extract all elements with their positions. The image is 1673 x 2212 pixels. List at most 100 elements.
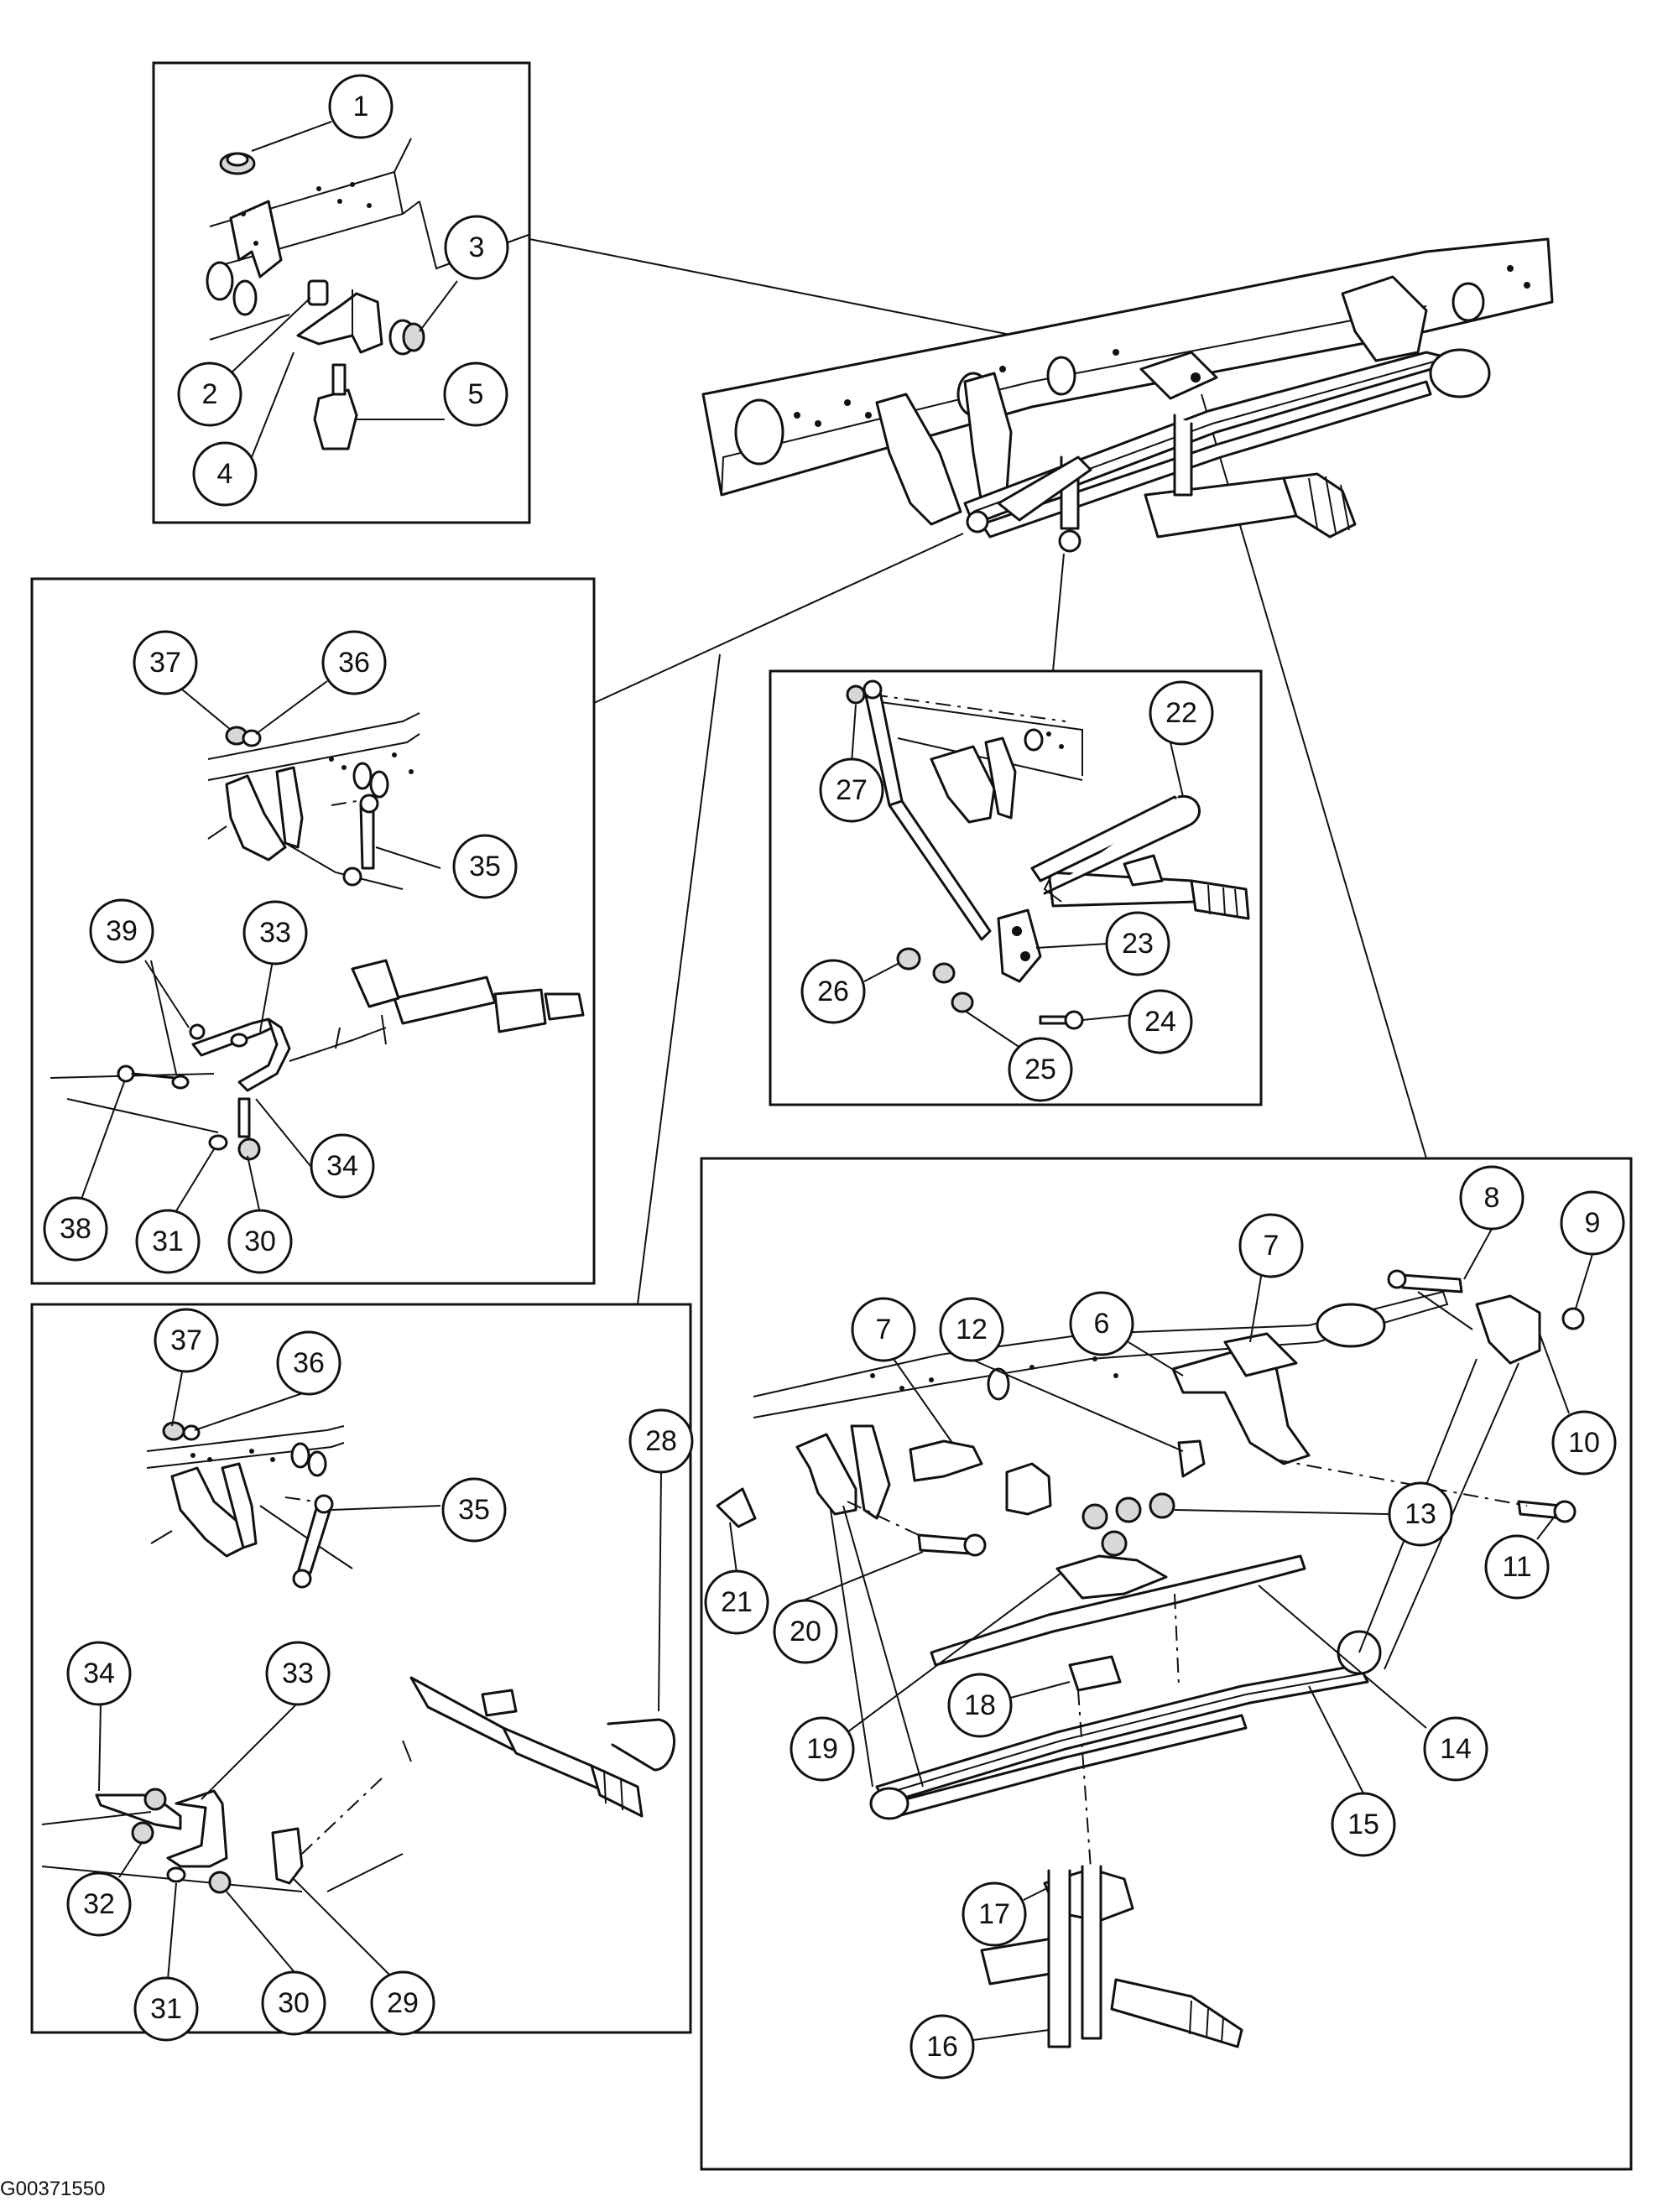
callout-29: 29 <box>370 1970 435 2036</box>
panel-shock-absorber <box>769 669 1263 1106</box>
svg-text:39: 39 <box>106 915 138 947</box>
panel-leaf-spring <box>700 1157 1633 2171</box>
leaf-spring-parts <box>716 1269 1585 2048</box>
callout-4: 4 <box>192 441 258 507</box>
svg-text:31: 31 <box>152 1226 184 1257</box>
callout-31-lower: 31 <box>133 1976 199 2042</box>
svg-text:7: 7 <box>876 1314 892 1345</box>
callout-21: 21 <box>704 1569 769 1635</box>
svg-text:31: 31 <box>150 1993 182 2025</box>
svg-text:32: 32 <box>83 1888 115 1920</box>
svg-text:18: 18 <box>964 1689 996 1721</box>
callout-23: 23 <box>1105 911 1170 976</box>
svg-text:7: 7 <box>1264 1230 1280 1262</box>
callout-16: 16 <box>909 2014 975 2079</box>
svg-text:19: 19 <box>806 1733 838 1765</box>
callout-30-lower: 30 <box>261 1970 326 2036</box>
svg-text:15: 15 <box>1347 1809 1379 1840</box>
callout-22: 22 <box>1149 680 1214 746</box>
svg-text:29: 29 <box>387 1987 419 2019</box>
callout-24: 24 <box>1128 989 1193 1054</box>
callout-35-upper: 35 <box>452 834 518 899</box>
callout-39: 39 <box>89 898 154 964</box>
callout-34-upper: 34 <box>310 1133 375 1199</box>
figure-id-label: G00371550 <box>0 2178 106 2200</box>
callout-2: 2 <box>177 362 242 427</box>
callout-10: 10 <box>1551 1410 1617 1476</box>
svg-text:34: 34 <box>83 1658 115 1689</box>
svg-text:17: 17 <box>978 1898 1010 1930</box>
svg-text:4: 4 <box>217 458 233 490</box>
svg-text:36: 36 <box>338 647 370 679</box>
callout-14: 14 <box>1423 1716 1488 1782</box>
svg-text:11: 11 <box>1502 1551 1531 1583</box>
callout-37-upper: 37 <box>133 630 198 695</box>
callout-11: 11 <box>1484 1534 1550 1600</box>
callout-8: 8 <box>1459 1165 1524 1231</box>
bumper-detail-parts <box>206 138 529 450</box>
callout-31-upper: 31 <box>135 1209 201 1274</box>
callout-15: 15 <box>1331 1792 1396 1857</box>
svg-text:33: 33 <box>259 917 291 949</box>
callout-9: 9 <box>1560 1190 1625 1256</box>
panel-stabilizer-bar-upper <box>30 577 596 1285</box>
svg-text:37: 37 <box>149 647 181 679</box>
stabilizer-upper-parts <box>50 712 585 1161</box>
svg-text:10: 10 <box>1568 1427 1600 1459</box>
callout-5: 5 <box>443 362 508 427</box>
callout-3: 3 <box>444 215 509 280</box>
callout-26: 26 <box>800 959 866 1024</box>
callout-28: 28 <box>628 1408 694 1474</box>
svg-text:37: 37 <box>170 1325 202 1356</box>
callout-19: 19 <box>790 1716 855 1782</box>
svg-text:34: 34 <box>326 1150 358 1182</box>
svg-text:28: 28 <box>645 1425 677 1457</box>
panel-bumper-detail <box>152 61 531 524</box>
svg-text:24: 24 <box>1144 1006 1176 1038</box>
svg-text:14: 14 <box>1440 1733 1472 1765</box>
callout-35-lower: 35 <box>441 1477 507 1543</box>
callout-25: 25 <box>1008 1037 1073 1102</box>
callout-13: 13 <box>1388 1481 1453 1547</box>
svg-text:9: 9 <box>1585 1207 1601 1239</box>
svg-text:16: 16 <box>926 2031 958 2063</box>
svg-text:25: 25 <box>1024 1054 1056 1085</box>
main-frame-assembly <box>701 237 1554 553</box>
callout-27: 27 <box>819 757 884 823</box>
svg-text:23: 23 <box>1122 928 1154 960</box>
callout-36-lower: 36 <box>276 1330 341 1396</box>
svg-text:26: 26 <box>817 976 849 1007</box>
svg-text:13: 13 <box>1405 1498 1436 1530</box>
callout-7-left: 7 <box>851 1297 916 1362</box>
svg-text:1: 1 <box>353 91 369 122</box>
svg-text:21: 21 <box>721 1586 753 1618</box>
svg-text:33: 33 <box>282 1658 314 1689</box>
callout-37-lower: 37 <box>154 1308 219 1373</box>
callout-32: 32 <box>66 1871 132 1937</box>
callout-38: 38 <box>43 1196 108 1262</box>
svg-text:22: 22 <box>1165 697 1197 729</box>
svg-text:20: 20 <box>790 1616 821 1647</box>
svg-text:8: 8 <box>1484 1182 1500 1214</box>
shock-absorber-parts <box>846 679 1250 1030</box>
callout-30-upper: 30 <box>227 1209 293 1274</box>
callout-36-upper: 36 <box>321 630 387 695</box>
svg-text:36: 36 <box>293 1347 325 1379</box>
svg-text:12: 12 <box>956 1314 988 1345</box>
callout-33-upper: 33 <box>242 900 308 965</box>
callout-33-lower: 33 <box>265 1641 331 1706</box>
callout-20: 20 <box>773 1599 838 1664</box>
stabilizer-lower-parts <box>41 1421 675 1894</box>
callout-6: 6 <box>1069 1291 1134 1356</box>
svg-text:38: 38 <box>60 1213 91 1245</box>
svg-text:2: 2 <box>202 378 218 410</box>
svg-text:30: 30 <box>244 1226 276 1257</box>
svg-text:3: 3 <box>469 232 485 263</box>
callout-17: 17 <box>962 1882 1027 1947</box>
panel-stabilizer-bar-lower <box>30 1303 692 2034</box>
callout-7-right: 7 <box>1238 1213 1304 1278</box>
svg-text:5: 5 <box>468 378 484 410</box>
callout-34-lower: 34 <box>66 1641 132 1706</box>
callout-1: 1 <box>328 74 393 139</box>
